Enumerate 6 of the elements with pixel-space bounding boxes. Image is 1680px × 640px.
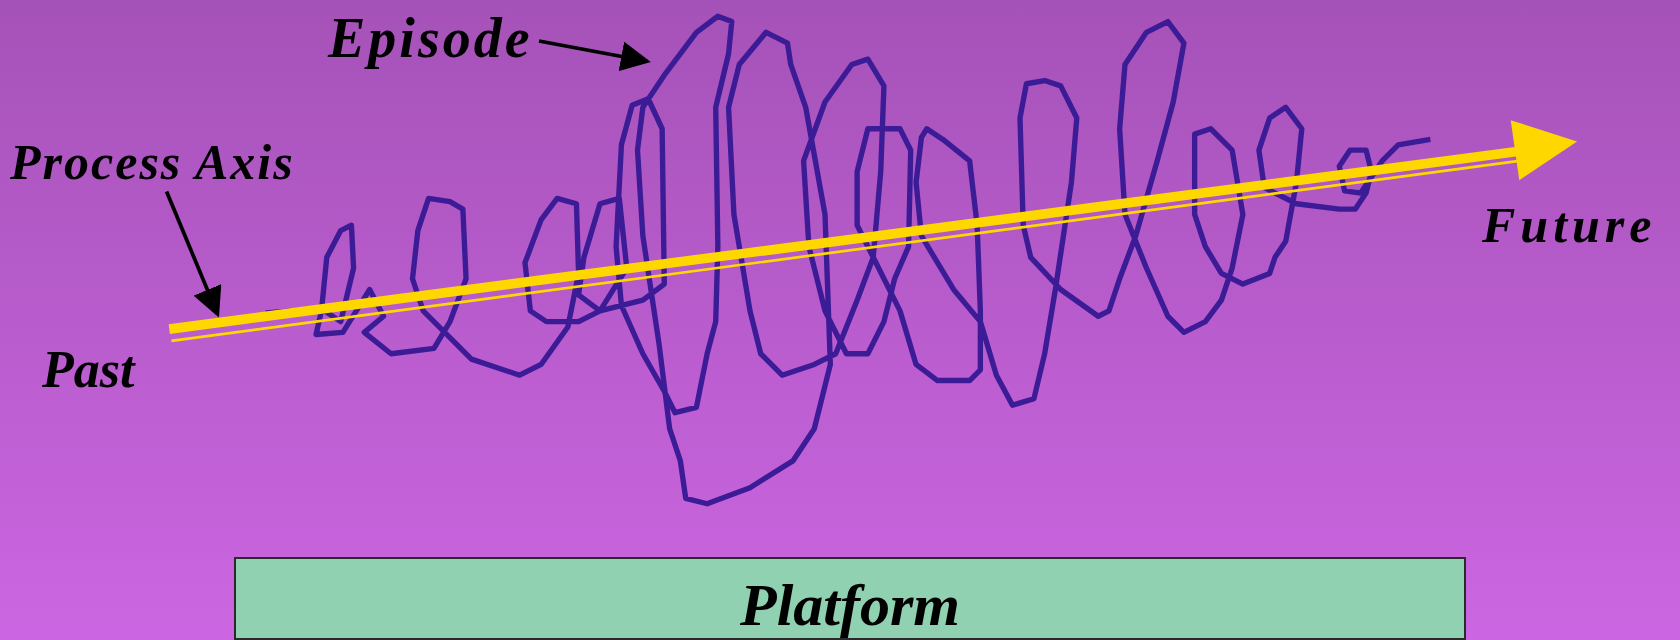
leader-arrow [164, 190, 222, 318]
process-axis-label: Process Axis [10, 137, 295, 187]
platform-bar [234, 557, 1466, 640]
past-label: Past [42, 344, 135, 396]
future-label: Future [1482, 200, 1657, 250]
leader-arrow [538, 39, 651, 72]
